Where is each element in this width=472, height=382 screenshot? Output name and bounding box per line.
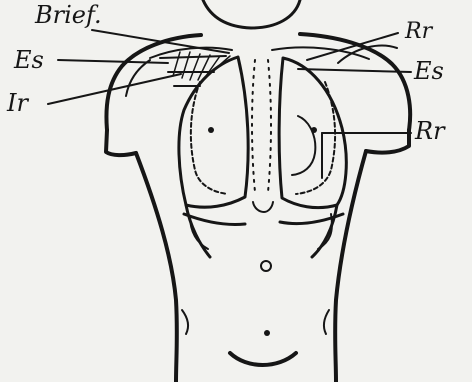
label-rr-top-right: Rr [404,19,434,44]
label-ir-left: Ir [6,89,29,117]
left-flank-tick [182,310,188,334]
right-flank-tick [324,310,329,334]
right-lung-dot [311,127,317,133]
left-arm-stump [106,130,136,155]
leader-brief [92,30,229,53]
right-upper-chest [272,47,369,59]
label-es-right: Es [413,57,444,85]
leader-es-right [298,69,411,72]
label-es-left: Es [13,46,44,74]
right-lower-lobe [312,205,337,257]
leader-es-left [58,60,168,63]
left-lung-dot [208,127,214,133]
left-diaphragm [184,214,245,225]
lower-abdominal-curve [230,353,296,365]
left-deltoid-curve [126,60,150,96]
left-body-side [136,153,177,382]
right-body-side [335,151,366,382]
navel [264,330,270,336]
umbilicus [261,261,271,271]
label-brief: Brief. [34,1,102,29]
left-lung-outline [179,57,248,207]
sternum-left-dots [252,60,255,192]
xiphoid-process [253,202,273,212]
left-lung-inner-contour [191,82,228,194]
right-lung-inner-lobe [292,116,315,175]
label-rr-mid-right: Rr [414,117,446,145]
sternum-right-dots [268,60,271,192]
neck-outline [203,0,300,28]
